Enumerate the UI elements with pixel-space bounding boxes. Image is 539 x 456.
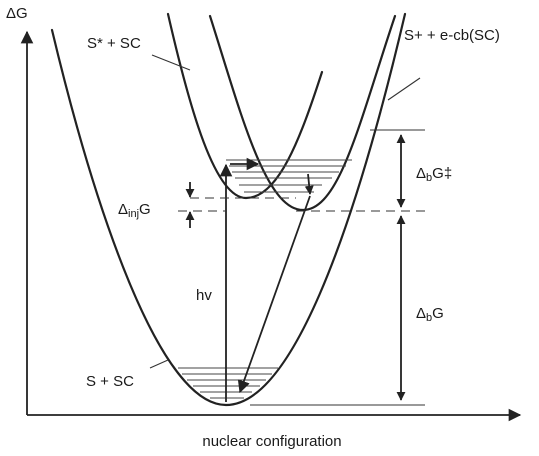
excited-state-label: S* + SC (87, 35, 141, 52)
oxidized-state-leader (387, 77, 421, 101)
excited-state-curve (166, 12, 324, 200)
photon-label: hv (196, 287, 212, 304)
ground-state-label: S + SC (86, 373, 134, 390)
injection-energy-label: ΔinjG (118, 201, 151, 220)
back-barrier-label: ΔbG‡ (416, 165, 452, 184)
oxidized-state-curve (208, 14, 397, 212)
back-energy-label: ΔbG (416, 305, 444, 324)
relaxation-arrow (304, 173, 314, 195)
back-transfer-arrow (237, 195, 311, 394)
oxidized-state-label: S+ + e-cb(SC) (404, 27, 500, 44)
ground-state-leader (149, 359, 169, 369)
ground-vibrational-levels (178, 367, 278, 399)
y-axis-label: ΔG (6, 5, 28, 22)
x-axis-label: nuclear configuration (202, 433, 341, 450)
excited-state-leader (151, 54, 191, 71)
ground-state-curve (50, 12, 407, 407)
